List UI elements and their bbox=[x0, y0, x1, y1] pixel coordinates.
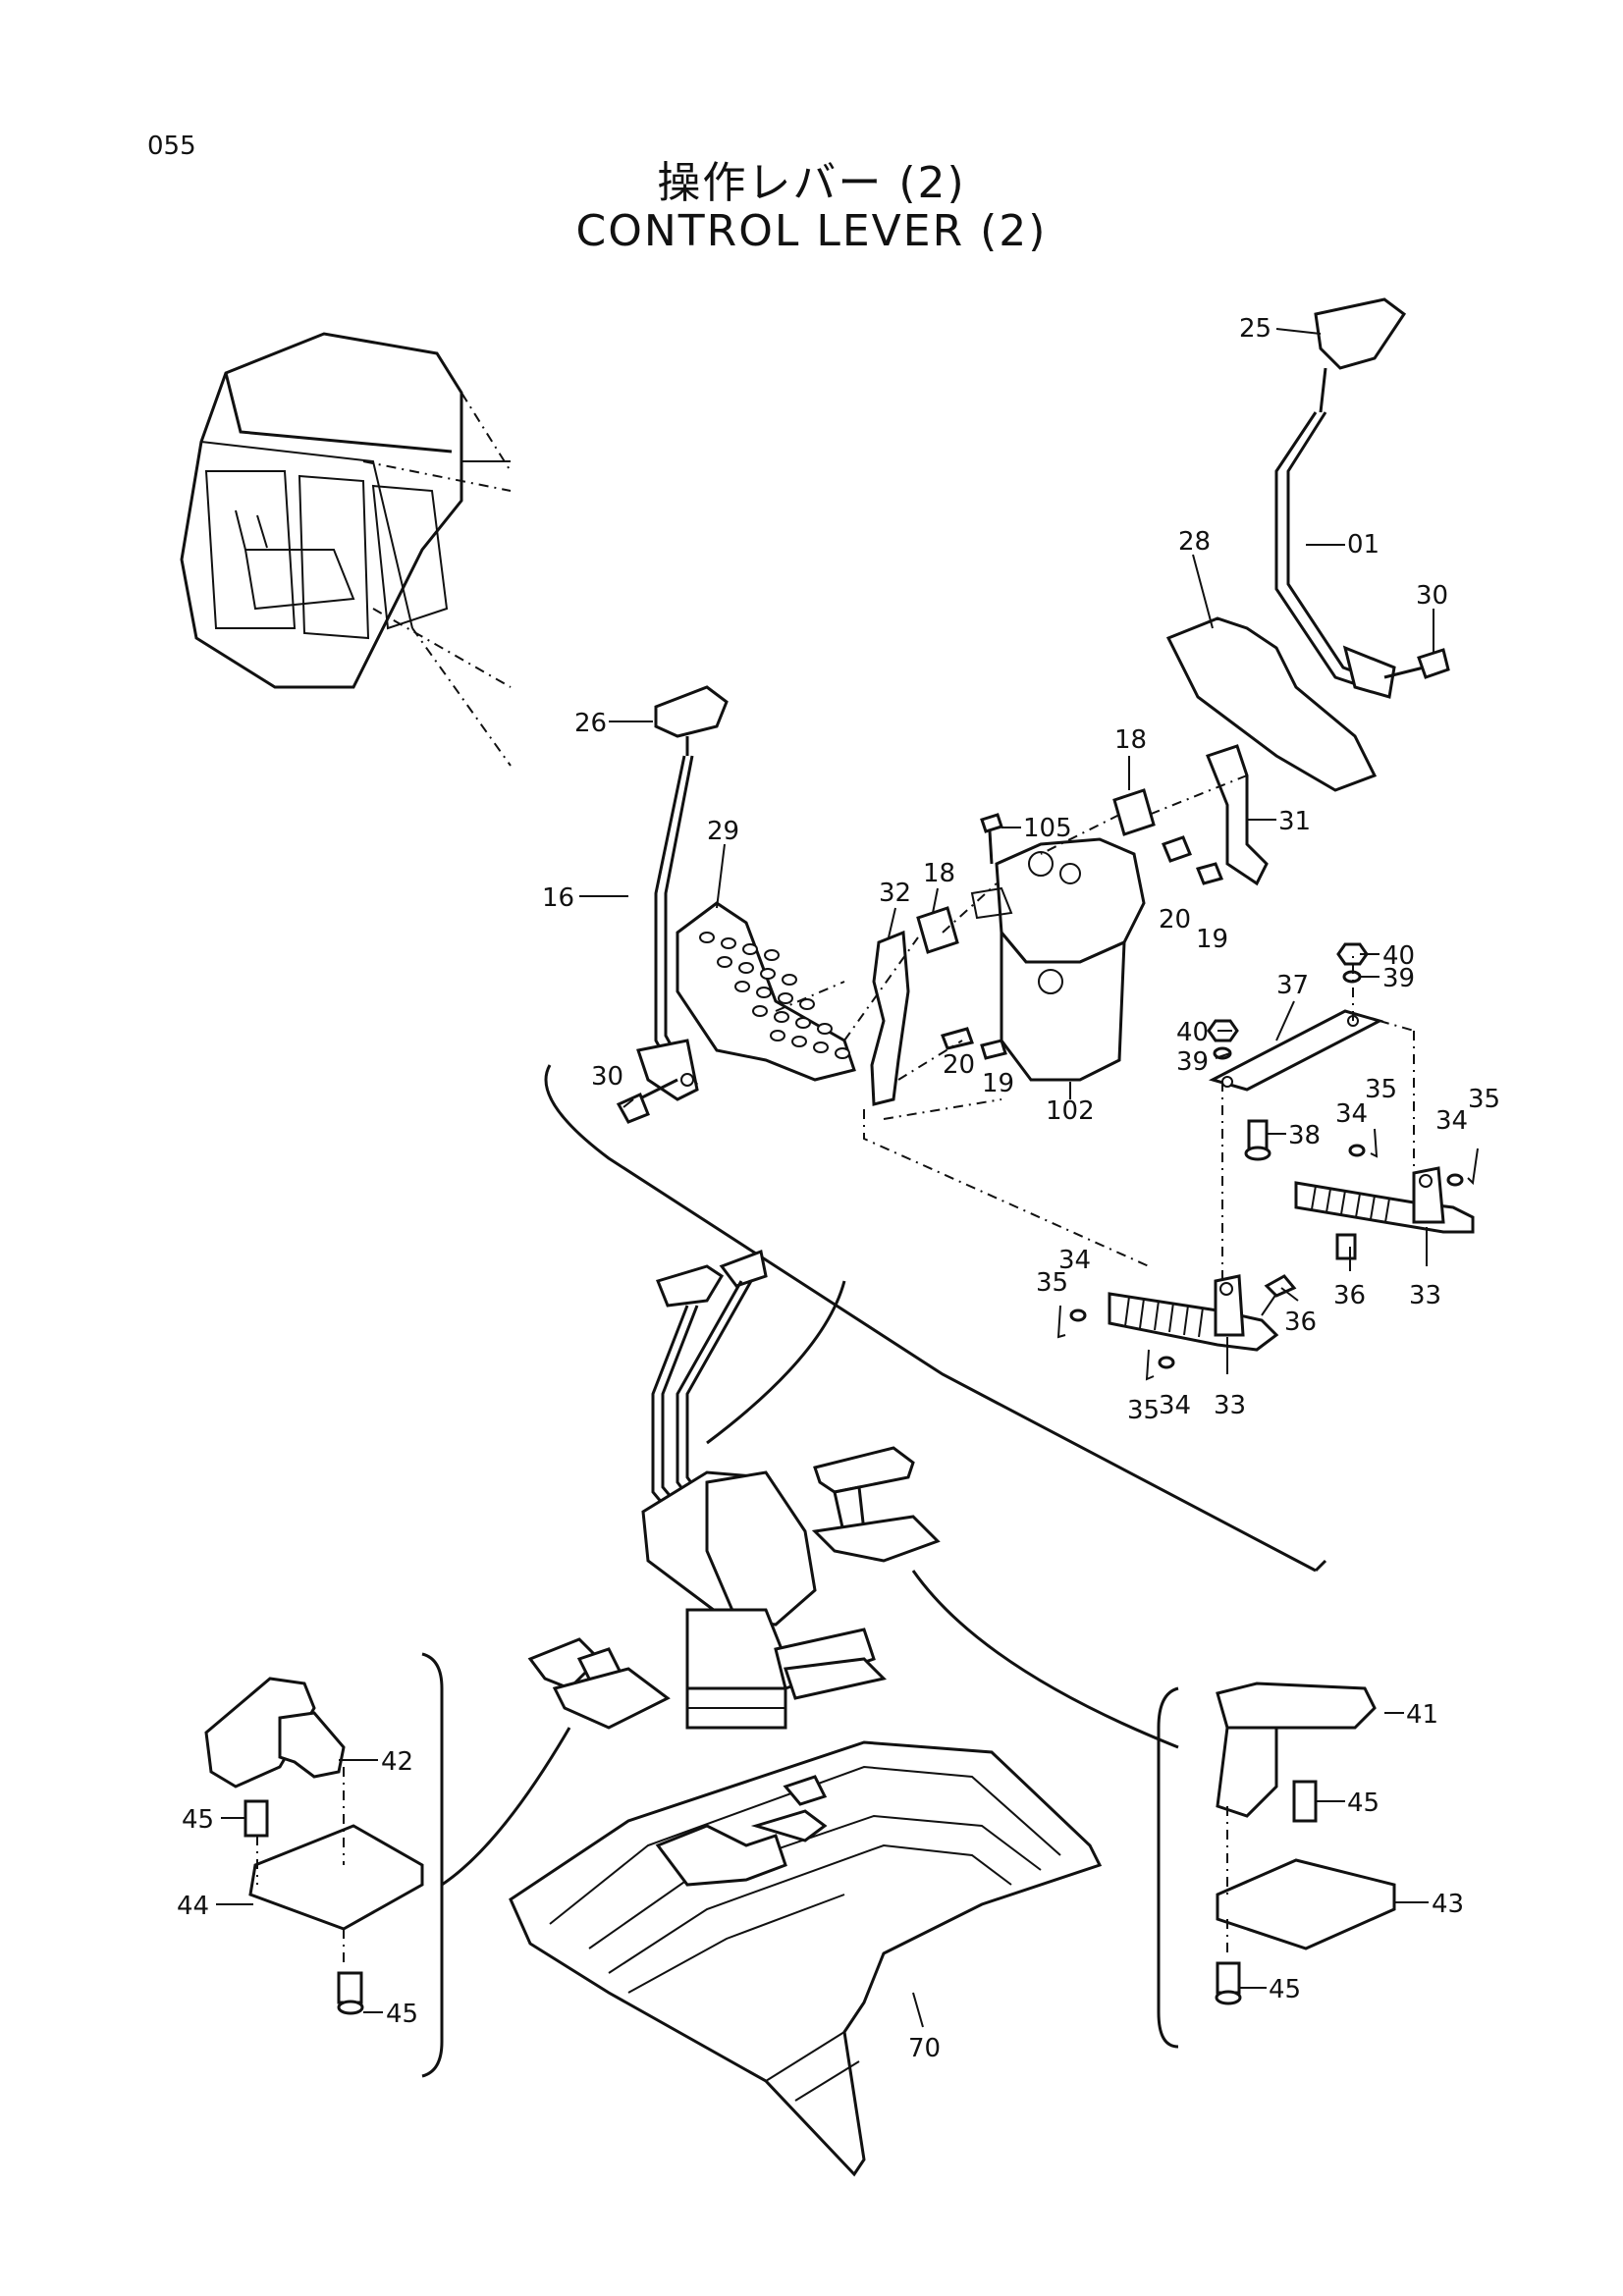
callout-20: 20 bbox=[1159, 905, 1191, 934]
callout-19b: 19 bbox=[982, 1069, 1014, 1098]
callout-20b: 20 bbox=[943, 1050, 975, 1080]
assembly-lines bbox=[775, 774, 1415, 1286]
callout-40b: 40 bbox=[1176, 1018, 1209, 1047]
pedal-hole bbox=[791, 1036, 807, 1047]
pedal-hole bbox=[717, 956, 732, 968]
pedal-hole bbox=[795, 1017, 811, 1029]
callout-33b: 33 bbox=[1214, 1391, 1246, 1420]
callout-labels: 25 01 30 28 26 18 31 105 29 32 18 16 20 … bbox=[177, 314, 1500, 2063]
callout-41: 41 bbox=[1406, 1700, 1438, 1730]
callout-36b: 36 bbox=[1284, 1308, 1317, 1337]
callout-31: 31 bbox=[1278, 807, 1311, 836]
callout-34c: 34 bbox=[1058, 1246, 1091, 1275]
callout-105: 105 bbox=[1023, 814, 1072, 843]
callout-35c: 35 bbox=[1036, 1268, 1068, 1298]
callout-28: 28 bbox=[1178, 527, 1211, 557]
callout-18: 18 bbox=[1114, 725, 1147, 755]
page-number: 055 bbox=[147, 132, 196, 161]
callout-16: 16 bbox=[542, 883, 574, 913]
floor-plate bbox=[509, 1740, 1103, 2177]
callout-39: 39 bbox=[1382, 964, 1415, 993]
pedal-hole bbox=[782, 974, 797, 986]
callout-26: 26 bbox=[574, 709, 607, 738]
callout-45b: 45 bbox=[1347, 1789, 1380, 1818]
pedal-hole bbox=[721, 937, 736, 949]
callout-29: 29 bbox=[707, 817, 739, 846]
callout-34b: 34 bbox=[1435, 1106, 1468, 1136]
callout-45c: 45 bbox=[386, 2000, 418, 2029]
assembled-view bbox=[527, 1249, 941, 1730]
callout-45a: 45 bbox=[182, 1805, 214, 1835]
pedal-hole bbox=[738, 962, 754, 974]
pedal-hole bbox=[799, 998, 815, 1010]
callout-44: 44 bbox=[177, 1892, 209, 1921]
brackets bbox=[870, 744, 1269, 1106]
callout-70: 70 bbox=[908, 2034, 941, 2063]
callout-30b: 30 bbox=[591, 1062, 623, 1092]
hardware bbox=[1207, 942, 1479, 1316]
pedal-hole bbox=[813, 1041, 829, 1053]
callout-35b: 35 bbox=[1468, 1085, 1500, 1114]
cab-inset bbox=[180, 332, 512, 767]
left-inset bbox=[204, 1652, 444, 2078]
left-pedal bbox=[676, 901, 856, 1082]
pedal-hole bbox=[699, 932, 715, 943]
callout-37: 37 bbox=[1276, 971, 1309, 1000]
callout-38: 38 bbox=[1288, 1121, 1321, 1150]
right-lever-assembly bbox=[1274, 297, 1450, 699]
plate bbox=[1208, 1009, 1384, 1092]
pedal-hole bbox=[770, 1030, 785, 1041]
pedal-hole bbox=[764, 949, 780, 961]
callout-39b: 39 bbox=[1176, 1047, 1209, 1077]
pedal-hole bbox=[760, 968, 776, 980]
pedal-hole bbox=[734, 981, 750, 992]
right-pedal bbox=[1165, 616, 1378, 792]
callout-19: 19 bbox=[1196, 925, 1228, 954]
callout-18b: 18 bbox=[923, 859, 955, 888]
pedal-hole bbox=[835, 1047, 850, 1059]
title-japanese: 操作レバー (2) bbox=[657, 158, 966, 208]
pedal-hole bbox=[774, 1011, 789, 1023]
right-inset bbox=[1157, 1682, 1396, 2049]
callout-43: 43 bbox=[1432, 1890, 1464, 1919]
callout-01: 01 bbox=[1347, 530, 1380, 560]
callout-32: 32 bbox=[879, 879, 911, 908]
pedal-hole bbox=[778, 992, 793, 1004]
exploded-arcs bbox=[441, 1064, 1327, 1887]
callout-35a: 35 bbox=[1365, 1075, 1397, 1104]
callout-34d: 34 bbox=[1159, 1391, 1191, 1420]
callout-25: 25 bbox=[1239, 314, 1271, 344]
callout-102: 102 bbox=[1046, 1096, 1095, 1126]
callout-34a: 34 bbox=[1335, 1099, 1368, 1129]
shaft-right bbox=[1294, 1166, 1475, 1234]
pilot-valve bbox=[970, 813, 1146, 1082]
pedal-hole bbox=[756, 987, 772, 998]
callout-30: 30 bbox=[1416, 581, 1448, 611]
shaft-left bbox=[1056, 1274, 1279, 1381]
callout-42: 42 bbox=[381, 1747, 413, 1777]
pedal-hole bbox=[742, 943, 758, 955]
callout-35d: 35 bbox=[1127, 1396, 1160, 1425]
callout-36: 36 bbox=[1333, 1281, 1366, 1310]
pedal-hole bbox=[817, 1023, 833, 1035]
leader-lines bbox=[216, 328, 1434, 2028]
pedal-hole bbox=[752, 1005, 768, 1017]
title-english: CONTROL LEVER (2) bbox=[575, 206, 1048, 256]
left-lever-assembly bbox=[616, 685, 729, 1124]
callout-33: 33 bbox=[1409, 1281, 1441, 1310]
callout-45d: 45 bbox=[1269, 1975, 1301, 2004]
callout-40: 40 bbox=[1382, 941, 1415, 971]
